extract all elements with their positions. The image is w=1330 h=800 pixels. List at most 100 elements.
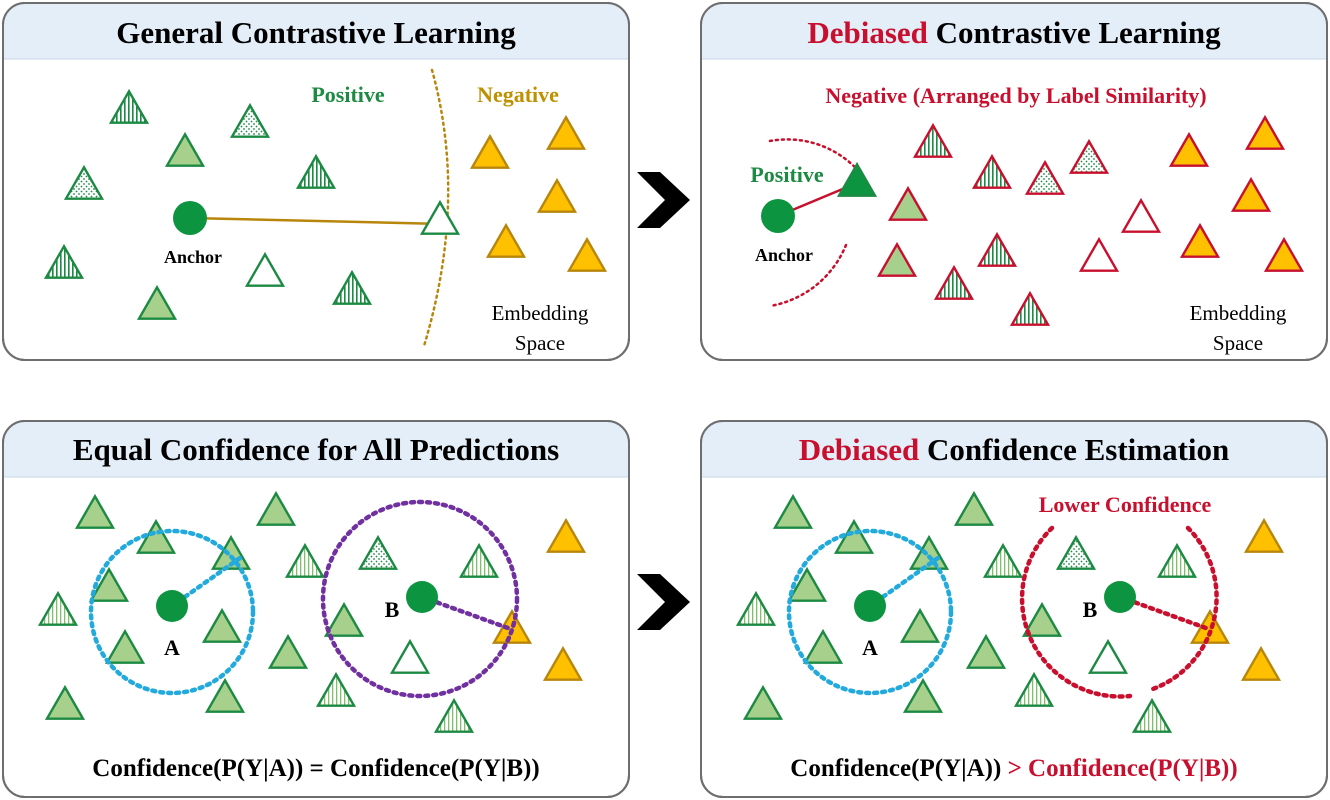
confidence-region-b	[1147, 525, 1219, 693]
triangle-marker	[204, 677, 246, 713]
triangle-marker	[1230, 176, 1272, 212]
anchor-label: Anchor	[164, 247, 222, 267]
triangle-marker	[136, 284, 178, 320]
triangle-marker	[542, 645, 584, 681]
triangle-marker	[267, 633, 309, 669]
triangle-marker	[458, 542, 500, 578]
anchor-negative-link	[189, 216, 445, 226]
triangle-marker	[976, 231, 1018, 267]
triangle-marker	[315, 671, 357, 707]
triangle-marker	[44, 684, 86, 720]
chevron-right-icon	[637, 172, 690, 228]
triangle-marker	[1068, 138, 1110, 174]
panel1-title: General Contrastive Learning	[116, 15, 516, 50]
triangle-marker	[1179, 222, 1221, 258]
positive-boundary	[768, 138, 864, 177]
negative-arranged-label: Negative (Arranged by Label Similarity)	[825, 83, 1206, 108]
triangle-marker	[1087, 638, 1129, 674]
embedding-space-label-2: Space	[1213, 331, 1263, 355]
triangle-marker	[1168, 131, 1210, 167]
chevron-right-icon	[637, 574, 690, 630]
triangle-marker	[469, 133, 511, 169]
triangle-marker	[1021, 601, 1063, 637]
point-b	[406, 581, 438, 613]
confidence-region-b	[320, 499, 520, 699]
triangle-marker	[772, 493, 814, 529]
positive-label: Positive	[311, 82, 385, 107]
confidence-region-b	[1019, 525, 1133, 699]
triangle-marker	[210, 534, 252, 570]
triangle-marker	[284, 542, 326, 578]
triangle-marker	[331, 269, 373, 305]
positive-triangle	[836, 161, 878, 197]
triangle-marker	[419, 199, 461, 235]
triangle-marker	[164, 131, 206, 167]
triangle-marker	[1024, 159, 1066, 195]
triangle-marker	[933, 264, 975, 300]
confidence-region-a	[88, 528, 256, 696]
point-b	[1104, 581, 1136, 613]
triangle-marker	[323, 601, 365, 637]
triangle-marker	[566, 236, 608, 272]
triangle-marker	[965, 633, 1007, 669]
triangle-marker	[953, 490, 995, 526]
triangle-marker	[1120, 197, 1162, 233]
triangle-marker	[1078, 236, 1120, 272]
triangle-marker	[43, 243, 85, 279]
triangle-marker	[1013, 671, 1055, 707]
triangle-marker	[244, 251, 286, 287]
point-a	[156, 590, 188, 622]
triangle-marker	[912, 122, 954, 158]
anchor-point	[173, 201, 207, 235]
lower-confidence-label: Lower Confidence	[1039, 492, 1212, 517]
point-a	[854, 590, 886, 622]
triangle-marker	[887, 185, 929, 221]
triangle-marker	[485, 222, 527, 258]
triangle-marker	[1240, 645, 1282, 681]
triangle-marker	[899, 607, 941, 643]
triangle-marker	[63, 164, 105, 200]
triangle-marker	[104, 628, 146, 664]
anchor-point	[761, 199, 795, 233]
triangle-marker	[229, 102, 271, 138]
panel4-title: Debiased Confidence Estimation	[799, 432, 1230, 467]
triangle-marker	[545, 114, 587, 150]
triangle-marker	[255, 490, 297, 526]
decision-boundary	[422, 68, 450, 348]
triangle-marker	[295, 153, 337, 189]
negative-label: Negative	[477, 82, 559, 107]
triangle-marker	[1055, 534, 1097, 570]
triangle-marker	[908, 534, 950, 570]
triangle-marker	[1156, 542, 1198, 578]
triangle-marker	[982, 542, 1024, 578]
triangle-marker	[971, 153, 1013, 189]
confidence-region-a	[786, 528, 954, 696]
embedding-space-label: Embedding	[492, 301, 589, 325]
anchor-label-2: Anchor	[755, 245, 813, 265]
panel-debiased-contrastive: Debiased Contrastive Learning Negative (…	[700, 2, 1328, 361]
triangle-marker	[536, 177, 578, 213]
panel2-title: Debiased Contrastive Learning	[807, 15, 1221, 50]
triangle-marker	[389, 638, 431, 674]
triangle-marker	[876, 241, 918, 277]
triangle-marker	[88, 566, 130, 602]
triangle-marker	[786, 566, 828, 602]
panel3-title: Equal Confidence for All Predictions	[73, 432, 559, 467]
embedding-space-label: Embedding	[1190, 301, 1287, 325]
triangle-marker	[1131, 697, 1173, 733]
triangle-marker	[545, 517, 587, 553]
confidence-formula-debiased: Confidence(P(Y|A)) > Confidence(P(Y|B))	[790, 755, 1237, 782]
point-b-label: B	[385, 597, 400, 622]
panel-equal-confidence: Equal Confidence for All Predictions A B…	[2, 420, 630, 798]
triangle-marker	[201, 607, 243, 643]
triangle-marker	[74, 493, 116, 529]
triangle-marker	[742, 684, 784, 720]
triangle-marker	[802, 628, 844, 664]
triangle-marker	[735, 590, 777, 626]
positive-label-2: Positive	[750, 162, 824, 187]
triangle-marker	[1243, 517, 1285, 553]
point-b-label: B	[1083, 597, 1098, 622]
panel-debiased-confidence: Debiased Confidence Estimation Lower Con…	[700, 420, 1328, 798]
triangle-marker	[108, 88, 150, 124]
